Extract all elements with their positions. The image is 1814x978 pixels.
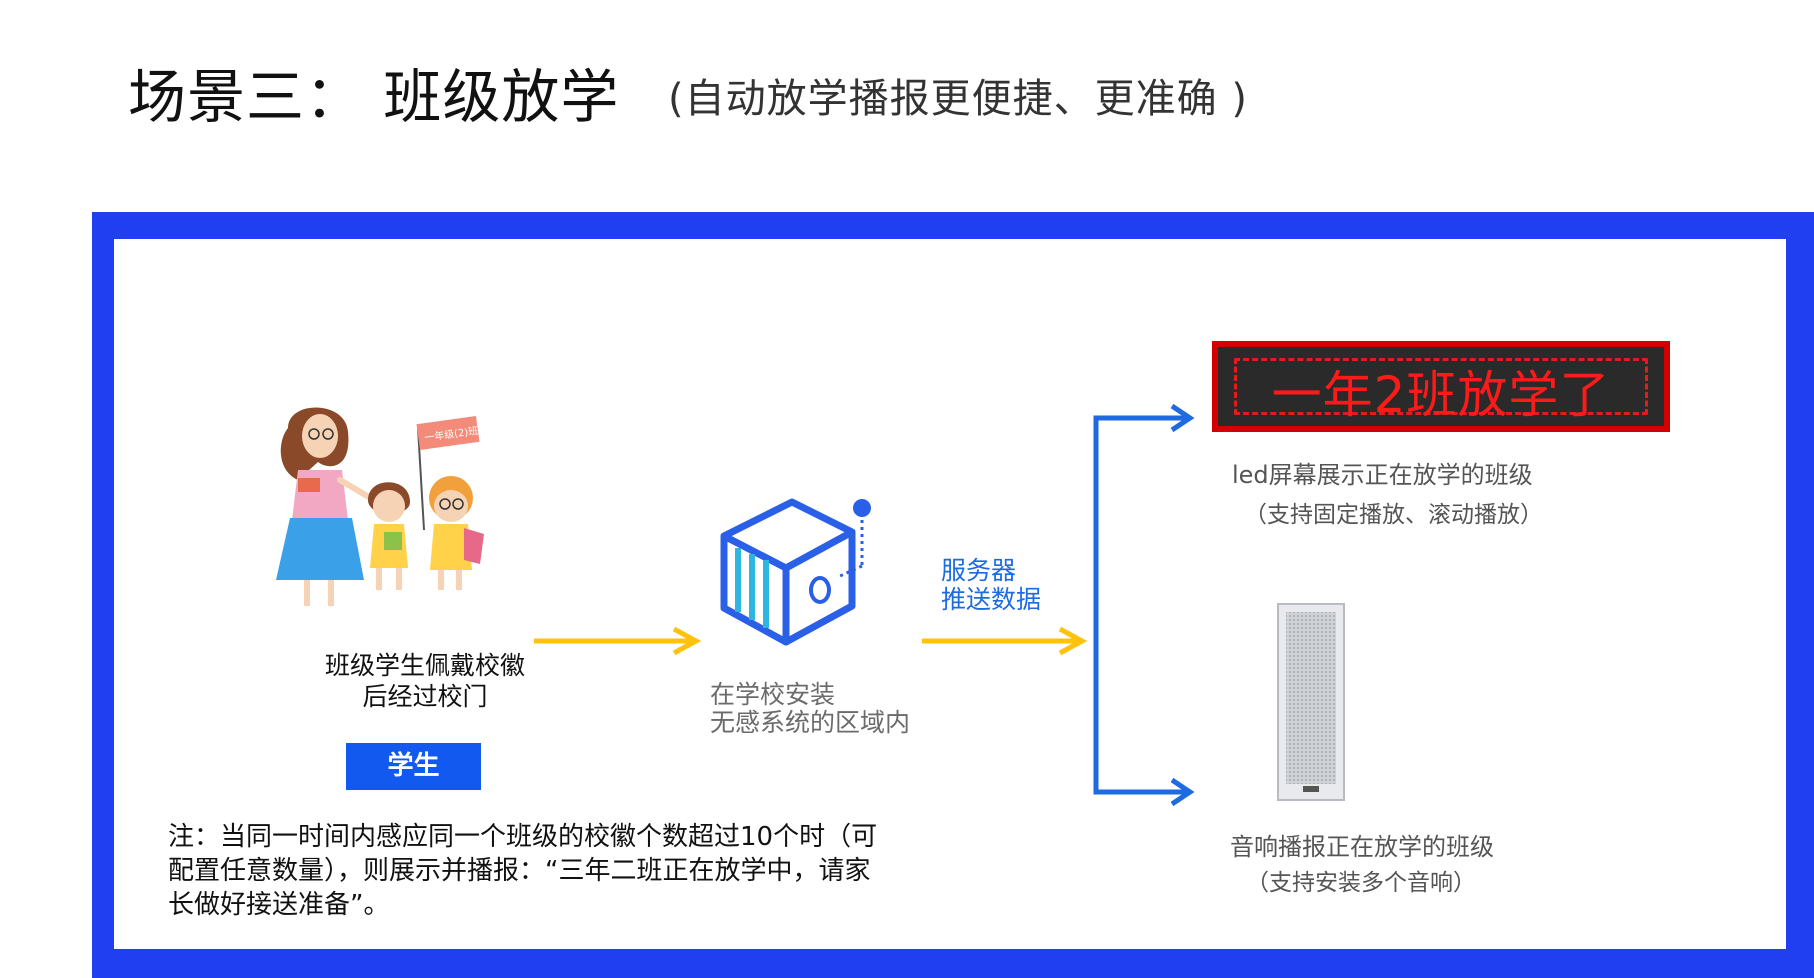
led-screen-text: 一年2班放学了 xyxy=(1271,366,1611,424)
server-label-line2: 推送数据 xyxy=(941,585,1042,614)
speaker-icon xyxy=(1277,603,1345,801)
student-badge: 学生 xyxy=(346,743,481,790)
footnote-line2: 配置任意数量），则展示并播报：“三年二班正在放学中，请家 xyxy=(168,856,871,886)
led-screen: 一年2班放学了 xyxy=(1212,341,1670,432)
footnote-line1: 注：当同一时间内感应同一个班级的校徽个数超过10个时（可 xyxy=(168,822,878,852)
branch-arrows-icon xyxy=(1093,403,1195,807)
page-title: 场景三： 班级放学 xyxy=(128,63,620,131)
device-caption-line2: 无感系统的区域内 xyxy=(710,708,911,737)
server-label-line1: 服务器 xyxy=(941,556,1017,585)
sensor-device-icon xyxy=(720,498,871,646)
arrow-right-icon xyxy=(922,626,1088,656)
speaker-caption-line1: 音响播报正在放学的班级 xyxy=(1230,833,1494,861)
footnote-line3: 长做好接送准备”。 xyxy=(168,890,390,920)
led-caption-line2: （支持固定播放、滚动播放） xyxy=(1244,502,1543,528)
student-caption-line2: 后经过校门 xyxy=(362,682,488,711)
footnote: 注：当同一时间内感应同一个班级的校徽个数超过10个时（可 配置任意数量），则展示… xyxy=(168,820,958,922)
student-caption-line1: 班级学生佩戴校徽 xyxy=(324,651,525,680)
page-subtitle: (自动放学播报更便捷、更准确 ) xyxy=(668,76,1248,122)
speaker-caption-line2: （支持安装多个音响） xyxy=(1246,870,1476,896)
student-illustration: 一年级(2)班 xyxy=(276,407,484,606)
arrow-right-icon xyxy=(534,626,702,656)
led-caption-line1: led屏幕展示正在放学的班级 xyxy=(1232,461,1533,489)
device-caption-line1: 在学校安装 xyxy=(710,680,836,709)
